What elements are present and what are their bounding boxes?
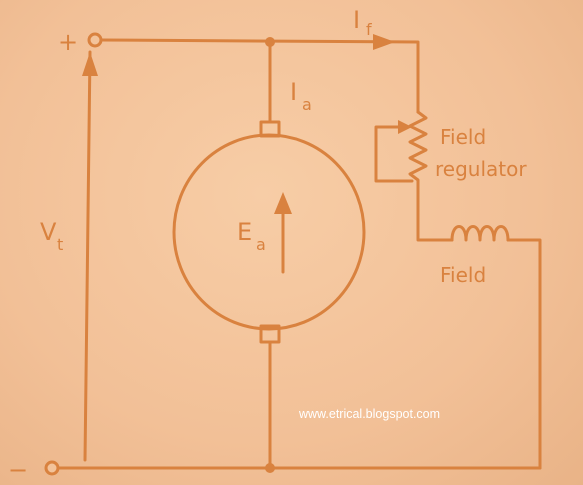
field-coil [450, 225, 510, 242]
vt-arrow-head [82, 52, 98, 76]
field-wire-right [506, 238, 542, 470]
field-regulator-label-line2: regulator [435, 157, 527, 181]
field-label: Field [440, 263, 486, 287]
regulator-bypass-loop [374, 125, 414, 183]
minus-sign: − [8, 456, 28, 484]
ea-label-sub: a [256, 235, 266, 254]
if-label-main: I [353, 6, 360, 34]
watermark-text: www.etrical.blogspot.com [298, 407, 440, 421]
ia-label-main: I [290, 78, 297, 106]
regulator-wiper-arrow [398, 120, 412, 134]
bottom-junction-dot [265, 463, 275, 473]
ea-label-main: E [237, 218, 252, 246]
top-junction-dot [265, 37, 275, 47]
top-wire [99, 38, 420, 114]
positive-terminal [87, 32, 103, 48]
field-regulator-resistor [408, 110, 428, 234]
ia-label-sub: a [302, 95, 312, 114]
armature-circle [172, 133, 366, 331]
ea-arrow-head [274, 192, 292, 214]
field-wire-left [416, 230, 454, 242]
field-regulator-label-line1: Field [440, 125, 486, 149]
vt-label-main: V [40, 218, 57, 246]
left-voltage-line [83, 50, 92, 462]
plus-sign: + [58, 28, 78, 56]
vt-label-sub: t [57, 235, 63, 254]
if-label-sub: f [366, 20, 372, 39]
negative-terminal [44, 460, 60, 476]
if-arrow-head [373, 34, 395, 50]
